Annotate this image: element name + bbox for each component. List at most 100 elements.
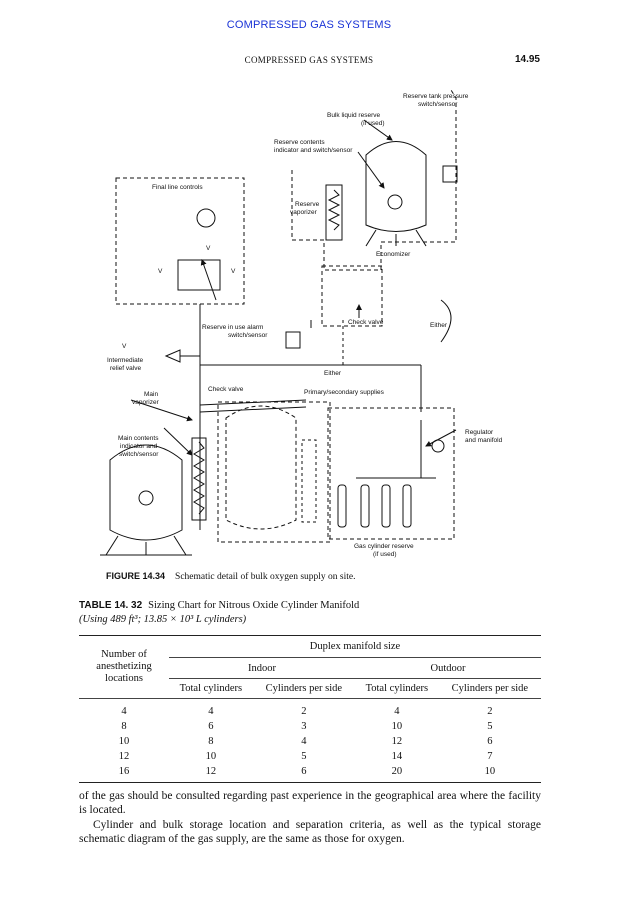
main-contents-gauge bbox=[138, 490, 154, 506]
label-reserve-tank-pressure-1: Reserve tank pressure bbox=[403, 93, 469, 100]
label-bulk-liquid-reserve-2: (if used) bbox=[361, 120, 384, 127]
label-reserve-tank-pressure-2: switch/sensor bbox=[418, 101, 458, 108]
label-main-vaporizer-1: Main bbox=[144, 391, 158, 398]
table-cell: 5 bbox=[301, 751, 307, 762]
table-cell: 10 bbox=[484, 766, 496, 777]
table-cell: 3 bbox=[301, 721, 307, 732]
label-primary-secondary: Primary/secondary supplies bbox=[304, 389, 385, 396]
label-intermediate-relief-1: Intermediate bbox=[107, 357, 144, 364]
secondary-tank-box bbox=[217, 401, 331, 543]
table-cell: 12 bbox=[118, 751, 130, 762]
table-cell: 4 bbox=[301, 736, 307, 747]
running-header-title: COMPRESSED GAS SYSTEMS bbox=[244, 55, 374, 65]
table-cell: 10 bbox=[118, 736, 130, 747]
figure-caption-text: Schematic detail of bulk oxygen supply o… bbox=[175, 572, 356, 582]
reserve-contents-gauge bbox=[387, 194, 403, 210]
row-header-line-3: locations bbox=[105, 673, 143, 684]
label-gas-cylinder-reserve-1: Gas cylinder reserve bbox=[354, 543, 414, 550]
col-per-side-outdoor: Cylinders per side bbox=[438, 678, 541, 699]
row-header-line-2: anesthetizing bbox=[96, 661, 152, 672]
label-reserve-in-use-1: Reserve in use alarm bbox=[202, 324, 263, 331]
cylinder-reserve-box bbox=[327, 407, 455, 540]
table-cell: 12 bbox=[205, 766, 217, 777]
page-number: 14.95 bbox=[514, 54, 540, 65]
cylinder-2 bbox=[360, 484, 370, 528]
col-total-outdoor: Total cylinders bbox=[354, 678, 439, 699]
table-cell: 4 bbox=[394, 706, 400, 717]
label-regulator-2: and manifold bbox=[465, 437, 503, 444]
label-final-line-controls: Final line controls bbox=[152, 184, 203, 191]
table-cell: 10 bbox=[391, 721, 403, 732]
table-row: 4 4 2 4 2 bbox=[79, 699, 541, 720]
label-check-valve-lower: Check valve bbox=[208, 386, 244, 393]
bulk-oxygen-schematic: Reserve tank pressure switch/sensor Bulk… bbox=[100, 89, 503, 558]
secondary-vaporizer bbox=[301, 439, 317, 523]
final-line-controls-box bbox=[115, 177, 245, 305]
table-cell: 6 bbox=[487, 736, 493, 747]
label-reserve-in-use-2: switch/sensor bbox=[228, 332, 268, 339]
row-header: Number of anesthetizing locations bbox=[79, 635, 169, 699]
table-subtitle: (Using 489 ft³; 13.85 × 10³ L cylinders) bbox=[79, 614, 247, 625]
label-check-valve-upper: Check valve bbox=[348, 319, 384, 326]
label-v-top: V bbox=[206, 245, 211, 252]
label-economizer: Economizer bbox=[376, 251, 411, 258]
running-header: COMPRESSED GAS SYSTEMS 14.95 bbox=[0, 54, 618, 69]
table-title-text: Sizing Chart for Nitrous Oxide Cylinder … bbox=[148, 600, 360, 611]
reserve-vaporizer bbox=[325, 184, 343, 241]
table-cell: 8 bbox=[121, 721, 127, 732]
table-cell: 7 bbox=[487, 751, 493, 762]
top-running-title: COMPRESSED GAS SYSTEMS bbox=[226, 19, 392, 31]
label-main-contents-3: switch/sensor bbox=[119, 451, 159, 458]
outdoor-header: Outdoor bbox=[354, 657, 541, 679]
economizer-box bbox=[321, 265, 383, 327]
group-header: Duplex manifold size bbox=[169, 635, 541, 658]
col-per-side-indoor: Cylinders per side bbox=[252, 678, 355, 699]
reserve-tank bbox=[365, 141, 427, 232]
label-either-center: Either bbox=[324, 370, 342, 377]
table-cell: 4 bbox=[121, 706, 127, 717]
table-cell: 10 bbox=[205, 751, 217, 762]
label-v-right: V bbox=[231, 268, 236, 275]
table-cell: 14 bbox=[391, 751, 403, 762]
label-bulk-liquid-reserve-1: Bulk liquid reserve bbox=[327, 112, 380, 119]
table-cell: 2 bbox=[487, 706, 493, 717]
table-title: TABLE 14. 32 Sizing Chart for Nitrous Oxi… bbox=[79, 600, 359, 611]
main-vaporizer bbox=[191, 437, 207, 521]
table-cell: 12 bbox=[391, 736, 403, 747]
table-cell: 5 bbox=[487, 721, 493, 732]
table-row: 12 10 5 14 7 bbox=[79, 749, 541, 764]
label-v-side: V bbox=[122, 343, 127, 350]
table-row: 10 8 4 12 6 bbox=[79, 734, 541, 749]
reserve-in-use-switch bbox=[285, 331, 301, 349]
row-header-line-1: Number of bbox=[101, 649, 147, 660]
label-reserve-contents-1: Reserve contents bbox=[274, 139, 325, 146]
col-total-indoor: Total cylinders bbox=[169, 678, 253, 699]
indoor-header: Indoor bbox=[169, 657, 355, 679]
table-cell: 16 bbox=[118, 766, 130, 777]
label-regulator-1: Regulator bbox=[465, 429, 494, 436]
table-cell: 20 bbox=[391, 766, 403, 777]
body-paragraph-1: of the gas should be consulted regarding… bbox=[79, 790, 541, 816]
table-label: TABLE 14. 32 bbox=[79, 600, 143, 611]
table-cell: 8 bbox=[208, 736, 214, 747]
table-cell: 4 bbox=[208, 706, 214, 717]
main-tank-stand bbox=[105, 535, 119, 556]
table-cell: 2 bbox=[301, 706, 307, 717]
cylinder-1 bbox=[337, 484, 347, 528]
label-reserve-contents-2: indicator and switch/sensor bbox=[274, 147, 353, 154]
cylinder-4 bbox=[402, 484, 412, 528]
final-line-gauge bbox=[196, 208, 216, 228]
bulk-reserve-boundary bbox=[291, 89, 457, 271]
label-gas-cylinder-reserve-2: (if used) bbox=[373, 551, 396, 558]
label-v-left: V bbox=[158, 268, 163, 275]
reserve-tank-stand bbox=[365, 229, 377, 247]
label-reserve-vaporizer-2: vaporizer bbox=[290, 209, 318, 216]
manifold-valve-block bbox=[177, 259, 221, 291]
reserve-pressure-switch bbox=[442, 165, 458, 183]
label-main-contents-1: Main contents bbox=[118, 435, 159, 442]
cylinder-3 bbox=[381, 484, 391, 528]
body-paragraph-2: Cylinder and bulk storage location and s… bbox=[79, 819, 541, 845]
